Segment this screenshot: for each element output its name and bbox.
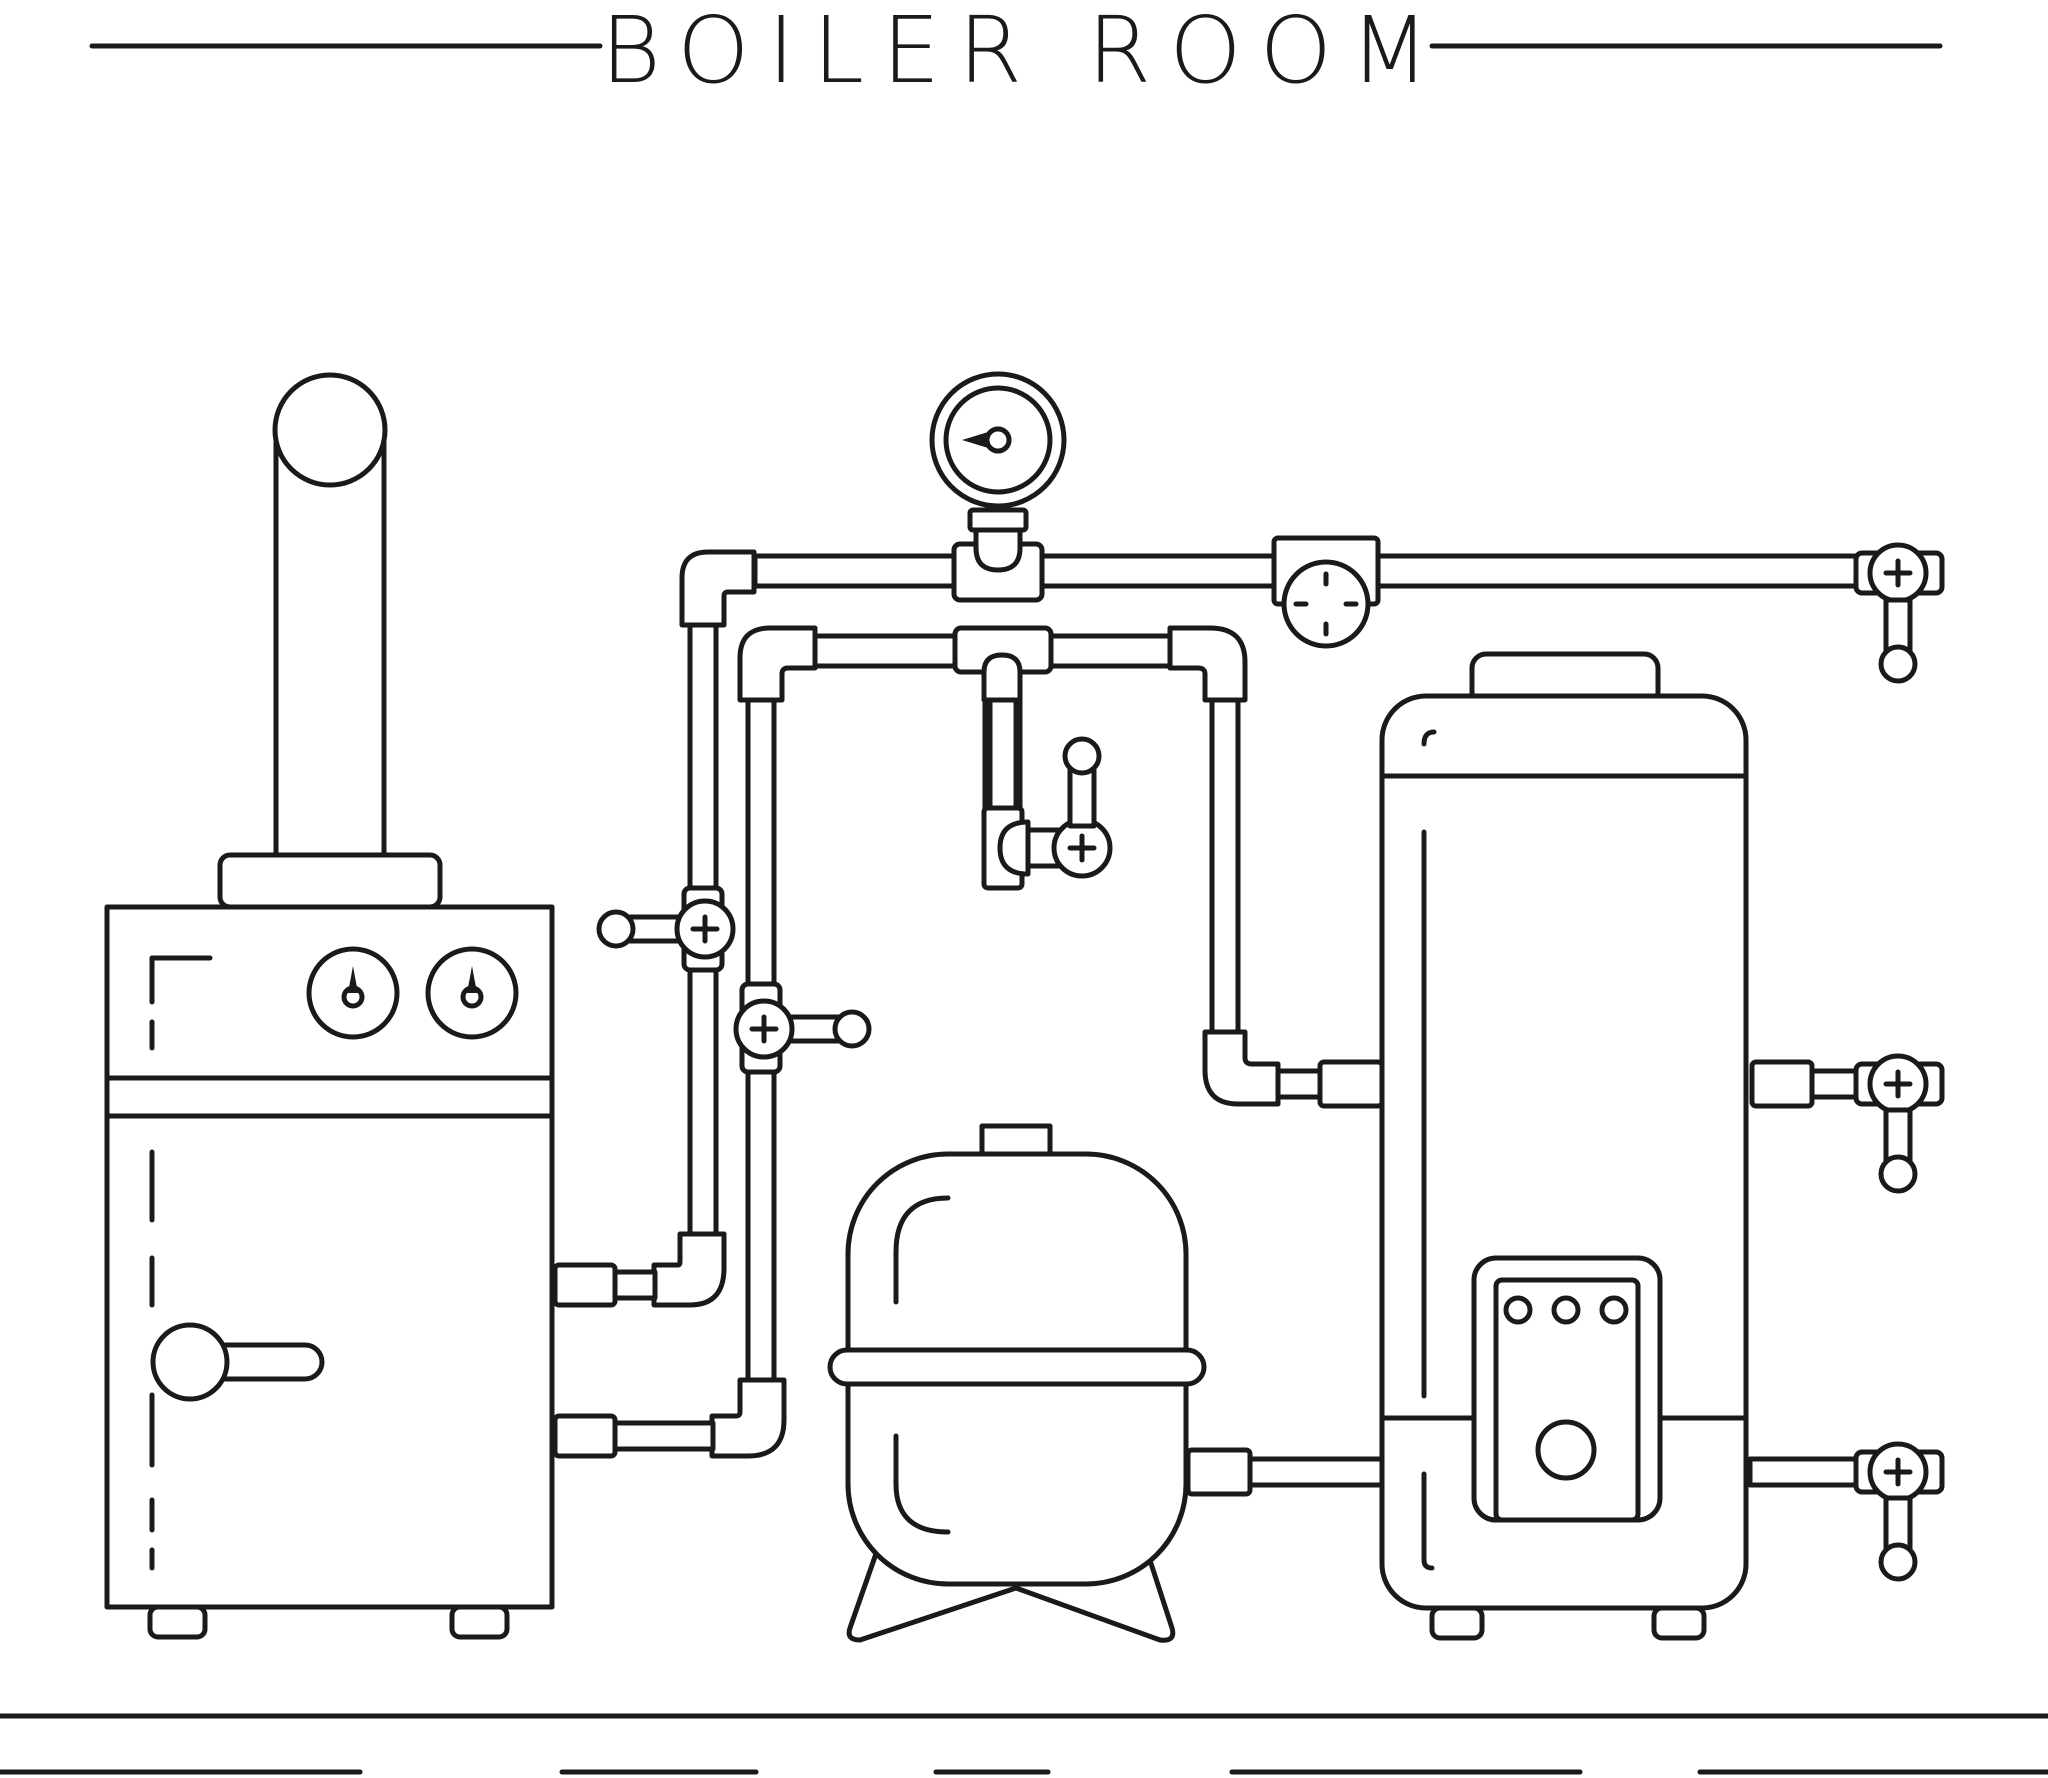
tank-highlight-bottom — [893, 1433, 951, 1535]
heater-indicator-1 — [1503, 1295, 1533, 1325]
pipe-inner-bottom-elbow — [709, 1377, 787, 1459]
valve-right-mid — [1867, 1053, 1929, 1194]
chimney-cap — [272, 372, 388, 488]
pipe-heater-upper-port — [1317, 1059, 1385, 1109]
pipe-boiler-bottom-port — [552, 1413, 618, 1459]
valve-right-low — [1867, 1441, 1929, 1582]
tank-highlight-top — [893, 1195, 951, 1305]
heater-highlight-bottom — [1421, 1471, 1435, 1571]
pipe-inner-right-elbow — [1167, 625, 1248, 703]
heater-highlight-top — [1421, 729, 1437, 747]
chimney-icon — [273, 422, 387, 858]
boiler-gauge-right — [425, 946, 519, 1040]
boiler-door-handle — [150, 1322, 325, 1402]
pipe-heater-upper-link — [1275, 1068, 1323, 1100]
boiler-foot-right — [449, 1604, 510, 1640]
boiler-icon — [104, 372, 555, 1640]
pipe-lower-left-elbow — [651, 1231, 727, 1308]
pipe-boiler-bottom-link — [612, 1420, 716, 1452]
boiler-gauge-left — [306, 946, 400, 1040]
pipe-inner-left-elbow — [737, 625, 818, 703]
pipe-right-bottom-elbow — [1202, 1029, 1281, 1107]
pipe-heater-right-mid-port — [1749, 1059, 1815, 1109]
heater-indicator-3 — [1599, 1295, 1629, 1325]
expansion-tank-icon — [827, 1123, 1207, 1643]
tank-band — [827, 1347, 1207, 1387]
pipe-boiler-top-stub — [612, 1269, 658, 1301]
boiler-foot-left — [147, 1604, 208, 1640]
pipe-vertical-right — [1209, 697, 1241, 1035]
pipe-tank-heater-port — [1185, 1447, 1253, 1497]
heater-control-inner — [1493, 1277, 1641, 1523]
heater-foot-left — [1429, 1605, 1485, 1641]
valve-inner-pipe — [733, 981, 872, 1075]
heater-foot-right — [1651, 1605, 1707, 1641]
heater-dial — [1535, 1419, 1597, 1481]
heater-indicator-2 — [1551, 1295, 1581, 1325]
pipe-heater-right-low-link — [1747, 1456, 1859, 1488]
valve-top-right — [1867, 542, 1929, 684]
inner-tee-fitting — [952, 625, 1113, 891]
pressure-gauge-icon — [929, 371, 1067, 603]
boiler-panel-corner — [149, 955, 213, 1005]
chimney-base — [217, 852, 443, 910]
flow-meter-icon — [1271, 535, 1381, 649]
valve-icon — [596, 885, 736, 973]
title-bar: BOILER ROOM — [0, 0, 2048, 104]
floor-lines — [0, 1713, 2048, 1775]
pipe-boiler-top-port — [552, 1262, 618, 1308]
pipe-tank-heater-link — [1247, 1456, 1385, 1488]
water-heater-icon — [1379, 651, 1749, 1641]
page-title: BOILER ROOM — [600, 0, 1448, 104]
pipe-top-left-elbow — [679, 549, 757, 628]
pipe-heater-right-mid-link — [1809, 1068, 1859, 1100]
